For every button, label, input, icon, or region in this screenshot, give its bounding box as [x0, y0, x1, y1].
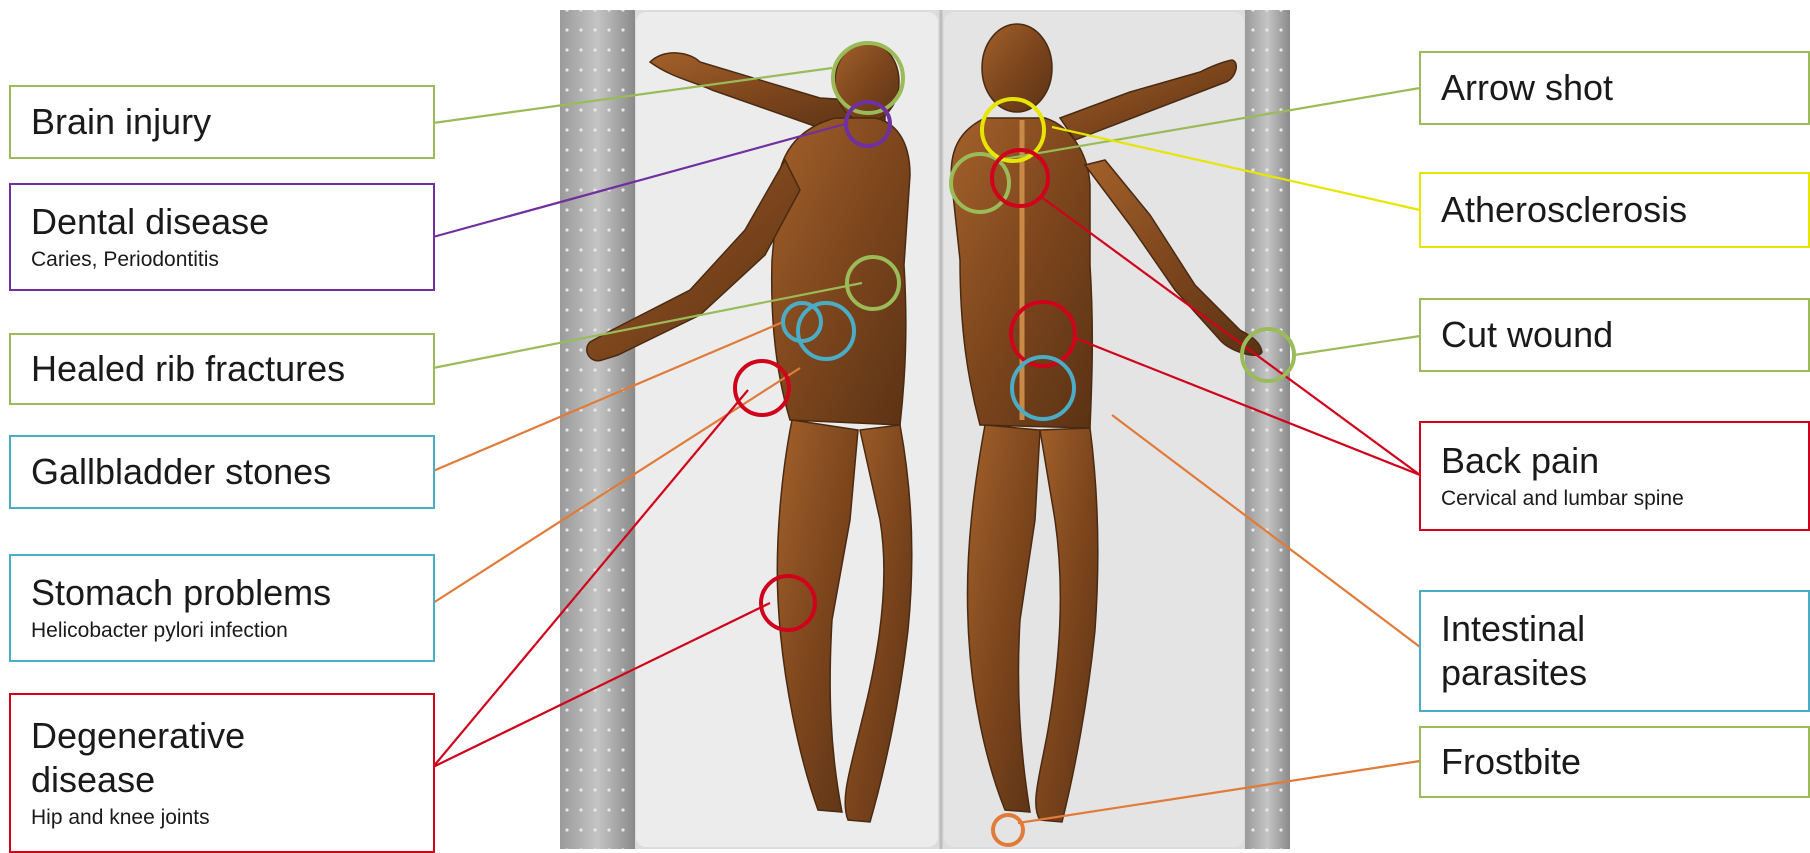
label-healed-rib-fractures: Healed rib fractures [9, 333, 435, 405]
mummy-photo [560, 10, 1290, 849]
label-frostbite: Frostbite [1419, 726, 1810, 798]
label-title: Healed rib fractures [31, 347, 433, 391]
label-atherosclerosis: Atherosclerosis [1419, 172, 1810, 248]
label-brain-injury: Brain injury [9, 85, 435, 159]
right-rail-texture [1245, 10, 1290, 849]
label-subtitle: Cervical and lumbar spine [1441, 485, 1808, 512]
label-title: Stomach problems [31, 571, 433, 615]
label-arrow-shot: Arrow shot [1419, 51, 1810, 125]
label-back-pain: Back pain Cervical and lumbar spine [1419, 421, 1810, 531]
label-dental-disease: Dental disease Caries, Periodontitis [9, 183, 435, 291]
label-title: Gallbladder stones [31, 450, 433, 494]
front-torso [772, 118, 910, 425]
left-rail-texture [560, 10, 635, 849]
label-gallbladder-stones: Gallbladder stones [9, 435, 435, 509]
label-title: Intestinal parasites [1441, 607, 1628, 695]
label-title: Cut wound [1441, 313, 1808, 357]
label-stomach-problems: Stomach problems Helicobacter pylori inf… [9, 554, 435, 662]
label-title: Dental disease [31, 200, 433, 244]
label-title: Arrow shot [1441, 66, 1808, 110]
label-subtitle: Hip and knee joints [31, 804, 273, 831]
label-title: Frostbite [1441, 740, 1808, 784]
label-degenerative-disease: Degenerative disease Hip and knee joints [9, 693, 435, 853]
connector-cut-wound [1294, 336, 1420, 355]
label-title: Degenerative disease [31, 714, 273, 802]
label-cut-wound: Cut wound [1419, 298, 1810, 372]
label-subtitle: Caries, Periodontitis [31, 246, 433, 273]
label-subtitle: Helicobacter pylori infection [31, 617, 433, 644]
label-intestinal-parasites: Intestinal parasites [1419, 590, 1810, 712]
label-title: Brain injury [31, 100, 433, 144]
label-title: Back pain [1441, 439, 1808, 483]
label-title: Atherosclerosis [1441, 188, 1808, 232]
